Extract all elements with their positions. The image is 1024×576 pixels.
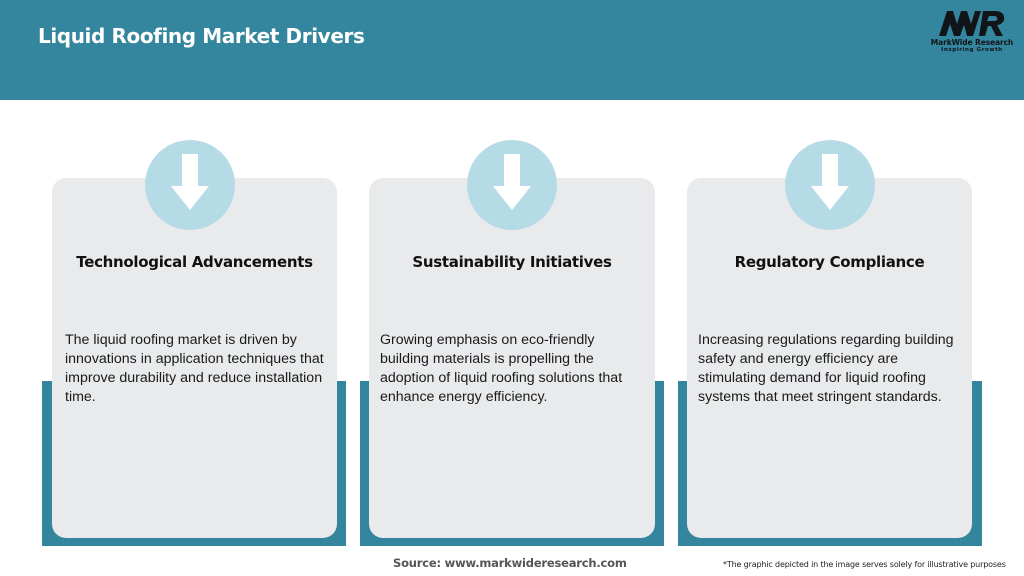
arrow-down-icon: [811, 154, 849, 210]
icon-circle: [467, 140, 557, 230]
card-description: The liquid roofing market is driven by i…: [65, 332, 324, 405]
icon-circle: [145, 140, 235, 230]
logo-name: MarkWide Research: [930, 38, 1014, 47]
card-description: Increasing regulations regarding buildin…: [698, 332, 954, 405]
card-title: Regulatory Compliance: [734, 253, 925, 271]
card-title: Technological Advancements: [76, 253, 313, 271]
arrow-down-icon: [171, 154, 209, 210]
icon-circle: [785, 140, 875, 230]
card-description: Growing emphasis on eco-friendly buildin…: [380, 332, 623, 405]
mwr-logo-icon: [939, 11, 1005, 36]
disclaimer-note: *The graphic depicted in the image serve…: [723, 560, 1006, 569]
arrow-down-icon: [493, 154, 531, 210]
card-panel: Technological Advancements The liquid ro…: [52, 178, 337, 538]
page-title: Liquid Roofing Market Drivers: [38, 24, 365, 48]
header-banner: Liquid Roofing Market Drivers MarkWide R…: [0, 0, 1024, 100]
card-panel: Regulatory Compliance Increasing regulat…: [687, 178, 972, 538]
logo-tagline: Inspiring Growth: [941, 47, 1003, 53]
card-title: Sustainability Initiatives: [412, 253, 612, 271]
markwide-research-logo: MarkWide Research Inspiring Growth: [920, 8, 1024, 58]
card-panel: Sustainability Initiatives Growing empha…: [369, 178, 655, 538]
source-citation: Source: www.markwideresearch.com: [393, 556, 627, 570]
